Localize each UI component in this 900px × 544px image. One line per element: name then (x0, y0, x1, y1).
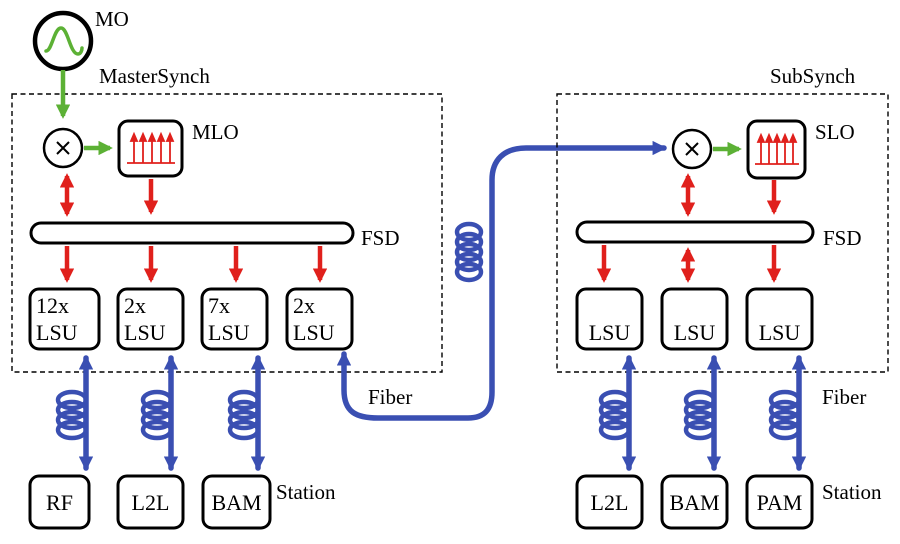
station-box (116, 474, 185, 530)
times-icon (685, 142, 699, 156)
lsu-name: LSU (36, 320, 78, 345)
fiber-coil-icon (140, 389, 174, 441)
master-lsu-unit: 2x LSU (285, 287, 354, 351)
sub-station: BAM (660, 474, 729, 530)
master-lsu-unit: 12x LSU (28, 287, 101, 351)
sub-station-label: Station (822, 480, 882, 504)
fiber-coil-icon (768, 389, 802, 441)
station-box (201, 474, 272, 530)
lsu-box (116, 287, 185, 351)
master-fsd-label: FSD (361, 226, 400, 250)
master-lsu-unit: 2x LSU (116, 287, 185, 351)
station-label: L2L (132, 490, 170, 515)
lsu-box (200, 287, 269, 351)
master-station: RF (28, 474, 91, 530)
fiber-coil-icon (683, 389, 717, 441)
sub-fsd-bar (575, 220, 815, 244)
master-station: L2L (116, 474, 185, 530)
master-lsu-unit: 7x LSU (200, 287, 269, 351)
lsu-name: LSU (759, 320, 801, 345)
oscillator-label: MO (95, 7, 129, 31)
pulse-train-icon (127, 131, 175, 164)
times-icon (56, 141, 70, 155)
mlo-box (117, 119, 184, 178)
sub-station: PAM (745, 474, 814, 530)
sub-fsd-label: FSD (823, 226, 862, 250)
lsu-box (575, 287, 644, 351)
lsu-name: LSU (674, 320, 716, 345)
long-fiber-link (336, 140, 667, 421)
sub-lsu-unit: LSU (660, 287, 729, 351)
station-label: PAM (757, 490, 803, 515)
master-station-label: Station (276, 480, 336, 504)
mlo-label: MLO (192, 120, 239, 144)
master-oscillator: MO (32, 7, 129, 72)
master-station: BAM (201, 474, 272, 530)
lsu-name: LSU (208, 320, 250, 345)
lsu-count: 2x (124, 293, 146, 318)
station-label: BAM (211, 490, 261, 515)
station-label: BAM (669, 490, 719, 515)
sub-lsu-unit: LSU (575, 287, 644, 351)
sub-synch-frame (556, 93, 889, 373)
station-box (575, 474, 644, 530)
lsu-count: 7x (208, 293, 230, 318)
oscillator-circle (32, 10, 94, 72)
fiber-coil-icon (454, 221, 484, 283)
sub-mixer (671, 128, 713, 170)
station-box (660, 474, 729, 530)
master-synch-title: MasterSynch (99, 64, 210, 88)
lsu-box (28, 287, 101, 351)
master-mixer (42, 127, 84, 169)
sine-wave-icon (44, 26, 84, 56)
station-label: L2L (591, 490, 629, 515)
master-laser-oscillator: MLO (117, 119, 239, 178)
sub-synch-title: SubSynch (770, 64, 856, 88)
master-fsd-bar (29, 221, 355, 245)
master-synch-frame (11, 93, 443, 373)
fiber-coil-icon (55, 389, 89, 441)
lsu-count: 12x (36, 293, 69, 318)
pulse-train-icon (755, 132, 799, 165)
fiber-coil-icon (227, 389, 261, 441)
lsu-box (660, 287, 729, 351)
lsu-name: LSU (293, 320, 335, 345)
sub-fiber-label: Fiber (822, 385, 866, 409)
master-fiber-label: Fiber (368, 385, 412, 409)
slo-label: SLO (815, 120, 855, 144)
lsu-name: LSU (124, 320, 166, 345)
sub-lsu-unit: LSU (745, 287, 814, 351)
station-box (28, 474, 91, 530)
sub-laser-oscillator: SLO (746, 119, 855, 180)
sub-station: L2L (575, 474, 644, 530)
fiber-coil-icon (598, 389, 632, 441)
station-label: RF (46, 490, 73, 515)
station-box (745, 474, 814, 530)
lsu-name: LSU (589, 320, 631, 345)
lsu-count: 2x (293, 293, 315, 318)
lsu-box (745, 287, 814, 351)
